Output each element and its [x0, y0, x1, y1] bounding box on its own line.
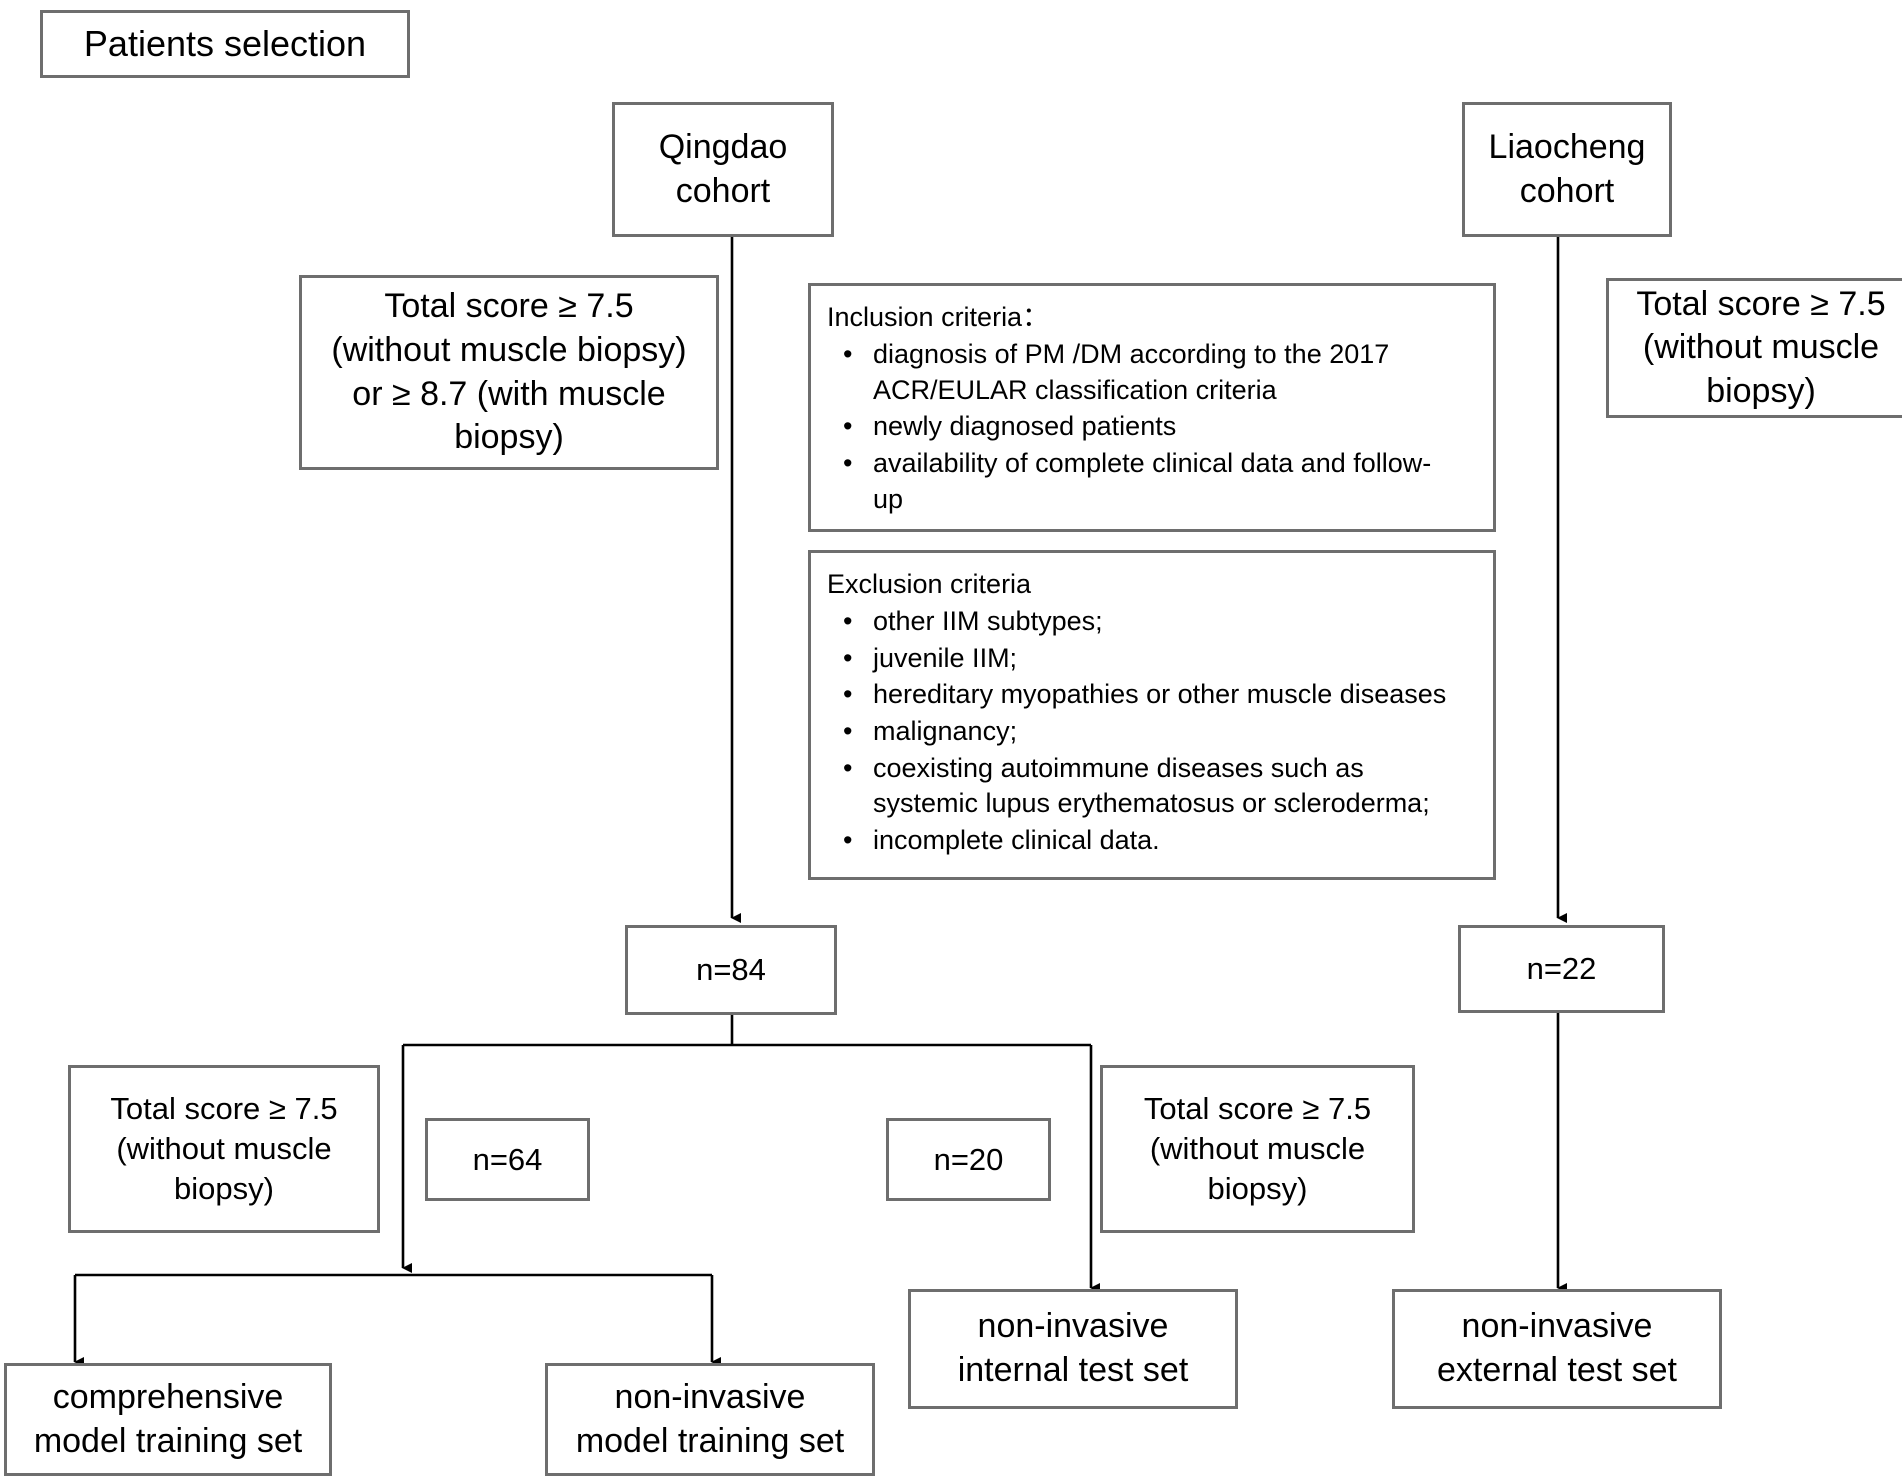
- external-test-label: non-invasive external test set: [1436, 1307, 1677, 1389]
- n20-box: n=20: [886, 1118, 1051, 1201]
- score-left-bottom-label: Total score ≥ 7.5 (without muscle biopsy…: [110, 1091, 338, 1206]
- internal-test-label: non-invasive internal test set: [957, 1307, 1189, 1389]
- qingdao-cohort-box: Qingdao cohort: [612, 102, 834, 237]
- exclusion-criteria-box: Exclusion criteria • other IIM subtypes;…: [808, 550, 1496, 880]
- exclusion-criteria-content: Exclusion criteria • other IIM subtypes;…: [811, 553, 1493, 869]
- n84-label: n=84: [696, 952, 766, 988]
- n64-box: n=64: [425, 1118, 590, 1201]
- list-item: • hereditary myopathies or other muscle …: [827, 677, 1477, 713]
- bullet-icon: •: [843, 606, 853, 637]
- noninvasive-training-label: non-invasive model training set: [575, 1377, 845, 1460]
- n84-box: n=84: [625, 925, 837, 1015]
- bullet-icon: •: [843, 642, 853, 673]
- exclusion-criteria-title: Exclusion criteria: [827, 569, 1032, 599]
- comprehensive-training-label: comprehensive model training set: [33, 1377, 303, 1460]
- n22-box: n=22: [1458, 925, 1665, 1013]
- list-item: • other IIM subtypes;: [827, 604, 1477, 640]
- n64-label: n=64: [472, 1141, 543, 1177]
- score-mid-bottom-box: Total score ≥ 7.5 (without muscle biopsy…: [1100, 1065, 1415, 1233]
- list-item: • malignancy;: [827, 714, 1477, 750]
- qingdao-score-box: Total score ≥ 7.5 (without muscle biopsy…: [299, 275, 719, 470]
- liaocheng-score-box: Total score ≥ 7.5 (without muscle biopsy…: [1606, 278, 1902, 418]
- bullet-icon: •: [843, 715, 853, 746]
- score-left-bottom-box: Total score ≥ 7.5 (without muscle biopsy…: [68, 1065, 380, 1233]
- comprehensive-training-box: comprehensive model training set: [4, 1363, 332, 1476]
- exclusion-criteria-list: • other IIM subtypes; • juvenile IIM; • …: [827, 604, 1477, 858]
- inclusion-item-0: diagnosis of PM /DM according to the 201…: [873, 339, 1390, 405]
- exclusion-item-0: other IIM subtypes;: [873, 606, 1103, 637]
- exclusion-item-4: coexisting autoimmune diseases such as s…: [873, 752, 1430, 819]
- bullet-icon: •: [843, 411, 853, 442]
- bullet-icon: •: [843, 679, 853, 710]
- qingdao-cohort-label: Qingdao cohort: [658, 127, 788, 210]
- noninvasive-training-box: non-invasive model training set: [545, 1363, 875, 1476]
- list-item: • availability of complete clinical data…: [827, 446, 1477, 517]
- patients-selection-label: Patients selection: [83, 22, 367, 64]
- inclusion-criteria-box: Inclusion criteria： • diagnosis of PM /D…: [808, 283, 1496, 532]
- list-item: • newly diagnosed patients: [827, 409, 1477, 445]
- list-item: • coexisting autoimmune diseases such as…: [827, 751, 1477, 822]
- qingdao-score-label: Total score ≥ 7.5 (without muscle biopsy…: [331, 287, 687, 457]
- exclusion-item-1: juvenile IIM;: [873, 642, 1018, 673]
- external-test-box: non-invasive external test set: [1392, 1289, 1722, 1409]
- inclusion-item-2: availability of complete clinical data a…: [873, 447, 1432, 514]
- internal-test-box: non-invasive internal test set: [908, 1289, 1238, 1409]
- exclusion-item-2: hereditary myopathies or other muscle di…: [873, 679, 1447, 710]
- bullet-icon: •: [843, 339, 853, 370]
- inclusion-item-1: newly diagnosed patients: [873, 411, 1177, 442]
- n20-label: n=20: [933, 1141, 1004, 1177]
- exclusion-item-5: incomplete clinical data.: [873, 824, 1160, 855]
- exclusion-item-3: malignancy;: [873, 715, 1018, 746]
- inclusion-criteria-title: Inclusion criteria：: [827, 302, 1050, 332]
- bullet-icon: •: [843, 447, 853, 478]
- liaocheng-cohort-label: Liaocheng cohort: [1488, 127, 1646, 210]
- bullet-icon: •: [843, 824, 853, 855]
- score-mid-bottom-label: Total score ≥ 7.5 (without muscle biopsy…: [1143, 1091, 1372, 1206]
- bullet-icon: •: [843, 752, 853, 783]
- liaocheng-score-label: Total score ≥ 7.5 (without muscle biopsy…: [1636, 284, 1886, 410]
- n22-label: n=22: [1526, 951, 1597, 987]
- liaocheng-cohort-box: Liaocheng cohort: [1462, 102, 1672, 237]
- list-item: • juvenile IIM;: [827, 641, 1477, 677]
- list-item: • incomplete clinical data.: [827, 823, 1477, 859]
- patients-selection-box: Patients selection: [40, 10, 410, 78]
- inclusion-criteria-content: Inclusion criteria： • diagnosis of PM /D…: [811, 286, 1493, 528]
- inclusion-criteria-list: • diagnosis of PM /DM according to the 2…: [827, 337, 1477, 517]
- list-item: • diagnosis of PM /DM according to the 2…: [827, 337, 1477, 408]
